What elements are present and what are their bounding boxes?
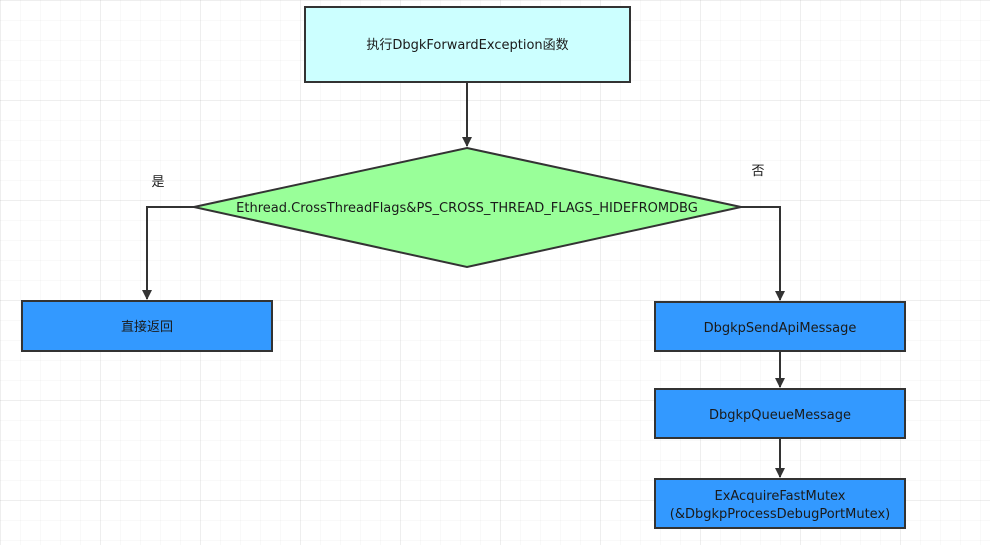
queue-message-box (654, 388, 906, 439)
yes-branch-label: 是 (151, 175, 164, 190)
send-api-message-label: DbgkpSendApiMessage (704, 321, 857, 336)
acquire-mutex-node[interactable]: ExAcquireFastMutex (&DbgkpProcessDebugPo… (654, 478, 906, 529)
decision-label: Ethread.CrossThreadFlags&PS_CROSS_THREAD… (236, 201, 698, 216)
direct-return-node[interactable]: 直接返回 (21, 300, 273, 352)
connector-decision-yes (142, 206, 194, 300)
direct-return-label: 直接返回 (121, 319, 173, 335)
no-branch-label: 否 (751, 164, 764, 179)
acquire-mutex-label-line2: (&DbgkpProcessDebugPortMutex) (670, 507, 890, 522)
queue-message-node[interactable]: DbgkpQueueMessage (654, 388, 906, 439)
acquire-mutex-box (654, 478, 906, 529)
decision-node[interactable]: Ethread.CrossThreadFlags&PS_CROSS_THREAD… (193, 146, 742, 269)
connector-decision-no (741, 206, 785, 301)
decision-diamond (193, 146, 742, 269)
direct-return-box (21, 300, 273, 352)
acquire-mutex-label-line1: ExAcquireFastMutex (714, 489, 845, 504)
start-process-node[interactable]: 执行DbgkForwardException函数 (304, 6, 631, 83)
send-api-message-node[interactable]: DbgkpSendApiMessage (654, 301, 906, 352)
start-process-box (304, 6, 631, 83)
start-process-label: 执行DbgkForwardException函数 (366, 38, 568, 53)
send-api-message-box (654, 301, 906, 352)
queue-message-label: DbgkpQueueMessage (709, 408, 851, 423)
